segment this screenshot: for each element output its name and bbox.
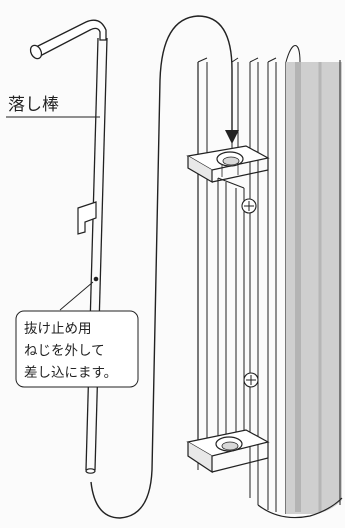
upper-screw-icon xyxy=(241,198,257,214)
down-arrow-icon xyxy=(225,130,239,144)
upper-bracket xyxy=(186,145,270,184)
note-line-3: 差し込にます。 xyxy=(24,365,117,381)
lower-screw-icon xyxy=(243,372,259,388)
drop-rod xyxy=(29,19,108,474)
note-line-2: ねじを外して xyxy=(24,343,105,359)
insertion-path-arrow xyxy=(90,15,239,519)
note-callout: 抜け止め用 ねじを外して 差し込にます。 xyxy=(15,310,139,388)
rod-label: 落し棒 xyxy=(8,95,59,115)
note-leader xyxy=(59,281,94,311)
lower-bracket xyxy=(186,429,270,474)
keeper-plate xyxy=(217,177,245,441)
door-frame-post xyxy=(197,45,343,519)
note-line-1: 抜け止め用 xyxy=(24,321,92,337)
